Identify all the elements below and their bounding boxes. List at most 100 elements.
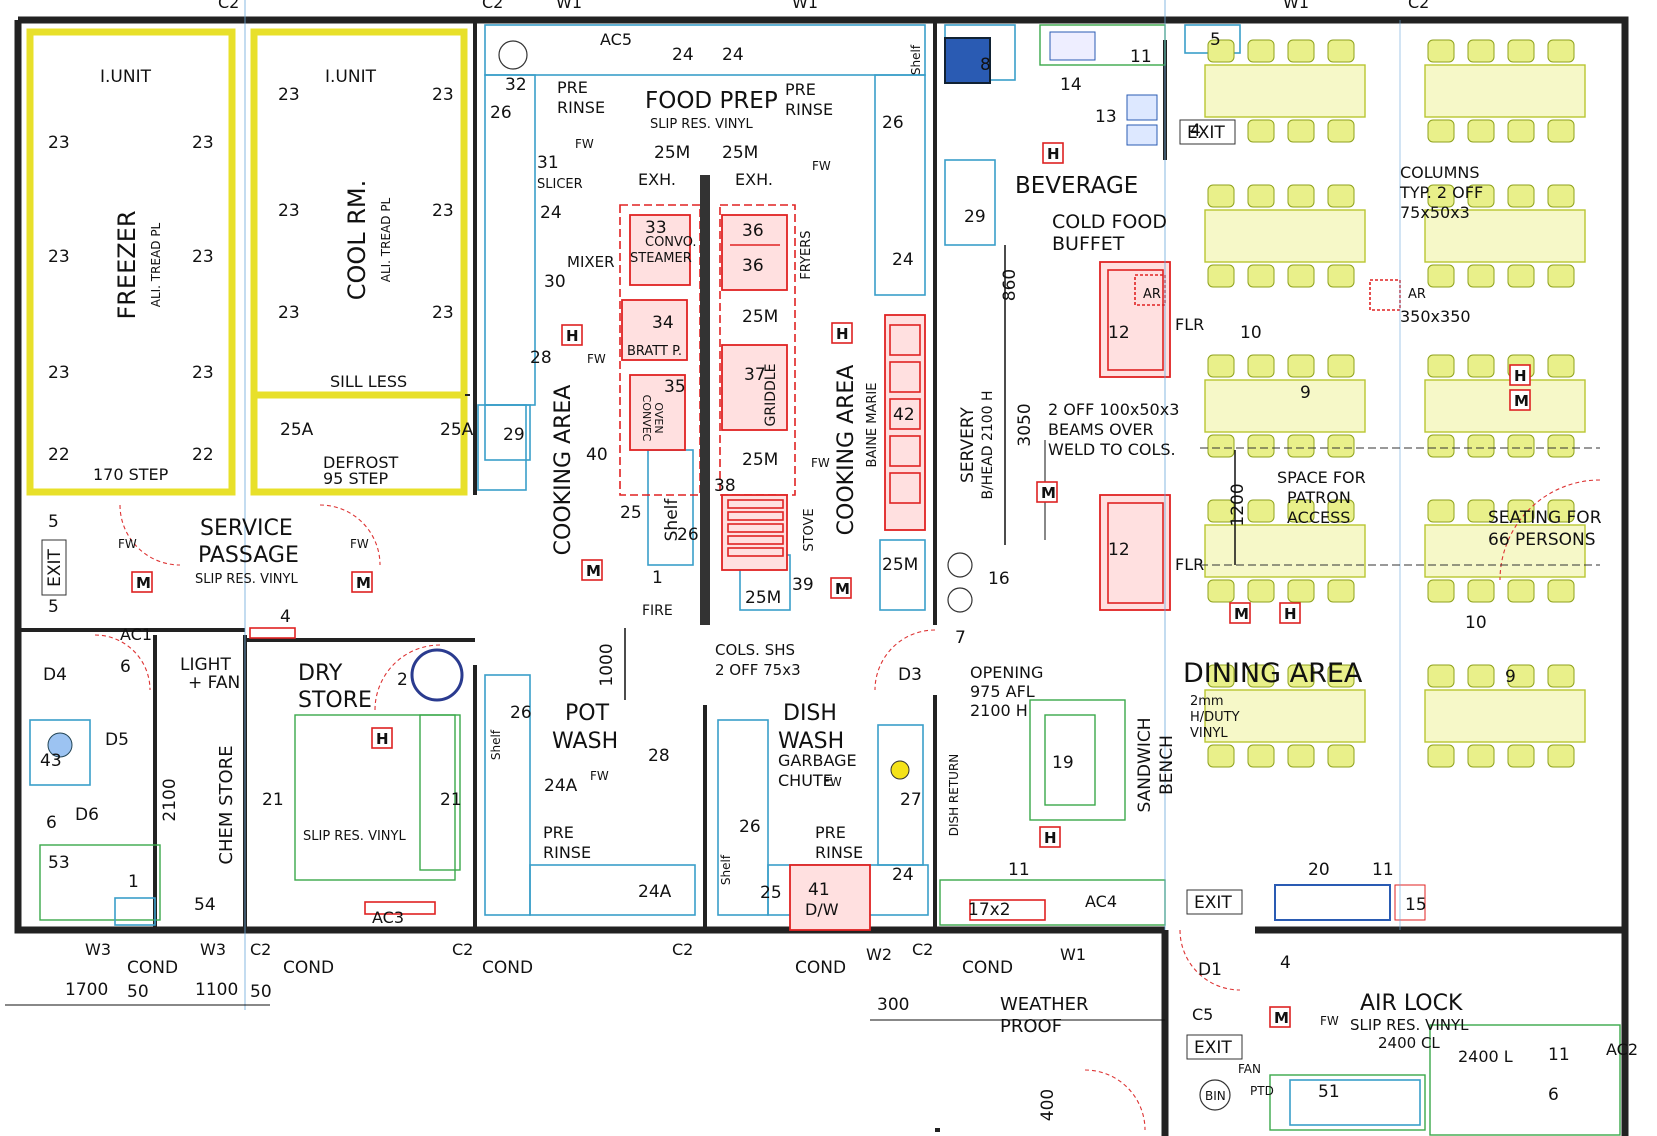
equipment-number: 1 — [652, 568, 663, 588]
chair — [1247, 184, 1275, 208]
chair — [1547, 354, 1575, 378]
ar-label-1: AR — [1143, 287, 1161, 302]
round-items — [47, 40, 1231, 1111]
chair — [1247, 664, 1275, 688]
chair — [1507, 264, 1535, 288]
dining-table — [1424, 354, 1586, 458]
chair — [1247, 499, 1275, 523]
chemstore-label: CHEM STORE — [216, 745, 237, 864]
lightfan-label: LIGHT — [180, 655, 231, 675]
dining-table — [1204, 664, 1366, 768]
exit-signs: EXIT EXIT EXIT EXIT — [41, 119, 1243, 1060]
equipment-number: 12 — [1108, 540, 1130, 560]
svg-text:M: M — [136, 574, 151, 592]
equipment-number: 9 — [1300, 383, 1311, 403]
iunit-label-2: I.UNIT — [325, 67, 377, 87]
equipment-number: 51 — [1318, 1082, 1340, 1102]
columns-1: COLUMNS — [1400, 163, 1480, 182]
equipment-number: 34 — [652, 313, 674, 333]
airlock-floor: SLIP RES. VINYL — [1350, 1016, 1469, 1034]
dining-table — [1424, 664, 1586, 768]
chair — [1287, 579, 1315, 603]
chair — [1327, 579, 1355, 603]
chair — [1427, 434, 1455, 458]
foodprep-floor: SLIP RES. VINYL — [650, 117, 753, 132]
chair — [1547, 39, 1575, 63]
exit-sign: EXIT — [1187, 123, 1225, 143]
chair — [1507, 434, 1535, 458]
chair — [1547, 264, 1575, 288]
chair — [1547, 499, 1575, 523]
fryer-baskets — [727, 499, 784, 557]
dim-1100: 1100 — [195, 980, 238, 1000]
service-marker: H — [831, 322, 853, 344]
chair — [1207, 264, 1235, 288]
equipment-number: 23 — [192, 133, 214, 153]
coolroom-label: COOL RM. — [343, 180, 371, 301]
floor-waste-label: FW — [812, 159, 831, 173]
column-code: AC3 — [372, 908, 404, 927]
chair — [1287, 664, 1315, 688]
buffet-label: COLD FOOD — [1052, 211, 1167, 233]
equipment-number: 36 — [742, 256, 764, 276]
prerinse-2a: PRE — [785, 80, 816, 99]
service-marker: H — [1039, 826, 1061, 848]
svg-text:H: H — [566, 327, 579, 345]
equipment-number: 37 — [744, 365, 766, 385]
door-tag: D3 — [898, 665, 922, 685]
opening-3: 2100 H — [970, 701, 1028, 720]
equipment-number: 23 — [278, 201, 300, 221]
equipment-number: 21 — [262, 790, 284, 810]
beverage-label: BEVERAGE — [1015, 173, 1138, 199]
equipment-number: 7 — [955, 628, 966, 648]
service-floor: SLIP RES. VINYL — [195, 572, 298, 587]
seating-1: SEATING FOR — [1488, 508, 1602, 528]
dining-floor-1: 2mm — [1190, 694, 1224, 709]
chair — [1207, 354, 1235, 378]
equipment-number: 21 — [440, 790, 462, 810]
chair — [1427, 664, 1455, 688]
svg-text:H: H — [1284, 605, 1297, 623]
column-code: AC4 — [1085, 892, 1117, 911]
door-tag: D4 — [43, 665, 67, 685]
svg-text:M: M — [1514, 392, 1529, 410]
equipment-number: 24 — [722, 45, 744, 65]
cond-1: COND — [127, 958, 178, 978]
window-code: W3 — [200, 940, 226, 959]
chair — [1287, 264, 1315, 288]
chair — [1427, 499, 1455, 523]
cond-labels: COND COND COND COND COND — [127, 958, 1013, 978]
chair — [1287, 39, 1315, 63]
svg-text:H: H — [376, 730, 389, 748]
equipment-number: 25 — [760, 883, 782, 903]
equipment-number: 35 — [664, 377, 686, 397]
equipment-number: 23 — [278, 303, 300, 323]
exit-sign: EXIT — [1194, 1038, 1232, 1058]
floor-waste-label: FW — [575, 137, 594, 151]
equipment-number: 24 — [892, 865, 914, 885]
chair — [1467, 264, 1495, 288]
equipment-number: 10 — [1465, 613, 1487, 633]
dim-1700: 1700 — [65, 980, 108, 1000]
chair — [1207, 434, 1235, 458]
chair — [1507, 664, 1535, 688]
service-marker: M — [1269, 1006, 1291, 1028]
equipment-number: 26 — [739, 817, 761, 837]
equipment-number: 6 — [46, 813, 57, 833]
dim-50a: 50 — [127, 982, 149, 1002]
equipment-number: 36 — [742, 221, 764, 241]
fryers-label: FRYERS — [799, 230, 814, 279]
dim-50b: 50 — [250, 982, 272, 1002]
equipment-number: 11 — [1130, 47, 1152, 67]
equipment-number: 42 — [893, 405, 915, 425]
chair — [1247, 354, 1275, 378]
equipment-number: 25M — [745, 588, 781, 608]
equipment-number: 8 — [980, 55, 991, 75]
chair — [1327, 434, 1355, 458]
columns-2: TYP. 2 OFF — [1399, 183, 1483, 202]
chair — [1467, 579, 1495, 603]
service-marker: M — [1509, 389, 1531, 411]
equipment-number: 5 — [1210, 30, 1221, 50]
freezer-floor: ALI. TREAD PL — [149, 222, 163, 307]
cooking-label-1: COOKING AREA — [551, 385, 576, 556]
